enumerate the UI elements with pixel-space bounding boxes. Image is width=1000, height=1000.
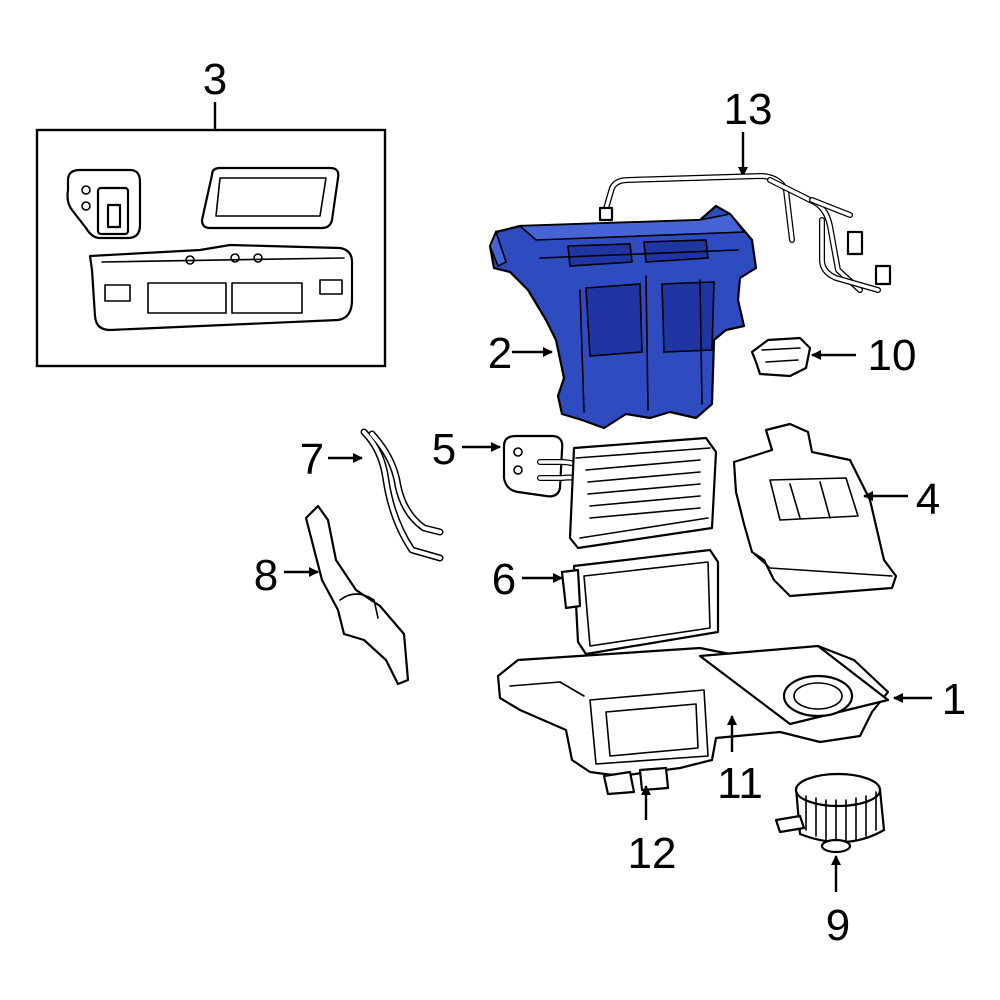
part-7-hoses[interactable]: [328, 428, 444, 562]
part-4-air-inlet-housing[interactable]: [732, 422, 908, 598]
callout-3: 3: [203, 55, 227, 104]
callout-11: 11: [717, 759, 763, 808]
part-10-sensor[interactable]: [750, 336, 856, 378]
part-8-duct[interactable]: [284, 504, 410, 686]
callout-5: 5: [432, 425, 456, 474]
callout-10: 10: [868, 331, 917, 380]
callout-2: 2: [488, 329, 512, 378]
part-6-heater-core[interactable]: [522, 548, 720, 656]
part-13-wiring-harness[interactable]: [598, 132, 892, 293]
callout-12: 12: [628, 829, 677, 878]
callout-7: 7: [300, 435, 324, 484]
part-1-lower-case[interactable]: [496, 644, 932, 778]
callout-13: 13: [724, 85, 773, 134]
part-3-control-panel-group[interactable]: [35, 102, 387, 368]
evaporator-core[interactable]: [568, 436, 718, 550]
callout-8: 8: [254, 551, 278, 600]
callout-6: 6: [492, 555, 516, 604]
callout-1: 1: [942, 675, 966, 724]
part-9-blower-motor[interactable]: [774, 772, 886, 892]
part-2-hvac-case-highlighted[interactable]: [488, 204, 758, 430]
part-5-expansion-valve[interactable]: [462, 434, 587, 498]
part-12-drain[interactable]: [602, 766, 670, 820]
callout-9: 9: [826, 901, 850, 950]
callout-4: 4: [916, 475, 940, 524]
